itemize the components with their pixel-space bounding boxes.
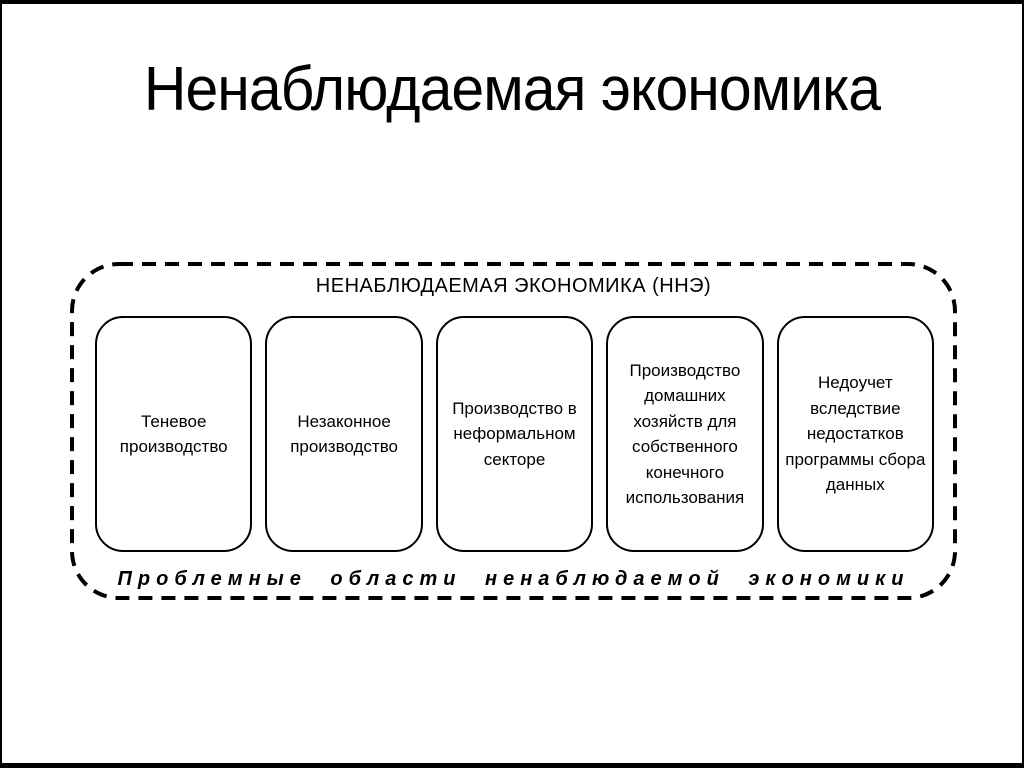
dashed-border (70, 262, 957, 600)
card-label: Недоучет вследствие недостатков программ… (785, 373, 926, 495)
diagram-card-household-production: Производство домашних хозяйств для собст… (606, 316, 764, 552)
diagram-cards-row: Теневое производство Незаконное производ… (95, 316, 935, 552)
card-label: Производство домашних хозяйств для собст… (625, 360, 745, 508)
diagram-card-data-collection-gaps: Недоучет вследствие недостатков программ… (776, 316, 935, 552)
diagram-header: НЕНАБЛЮДАЕМАЯ ЭКОНОМИКА (ННЭ) (315, 275, 712, 297)
diagram-card-informal-sector: Производство в неформальном секторе (435, 316, 594, 552)
diagram-caption: Проблемные области ненаблюдаемой экономи… (117, 568, 910, 590)
card-label: Производство в неформальном секторе (452, 398, 577, 469)
slide: Ненаблюдаемая экономика НЕНАБЛЮДАЕМАЯ ЭК… (0, 4, 1024, 763)
card-label: Теневое производство (119, 411, 228, 457)
slide-title: Ненаблюдаемая экономика (143, 55, 881, 124)
diagram-card-shadow-production: Теневое производство (95, 316, 253, 552)
card-label: Незаконное производство (290, 411, 399, 457)
diagram-frame: НЕНАБЛЮДАЕМАЯ ЭКОНОМИКА (ННЭ) Теневое пр… (70, 262, 957, 600)
diagram-card-illegal-production: Незаконное производство (265, 316, 423, 552)
